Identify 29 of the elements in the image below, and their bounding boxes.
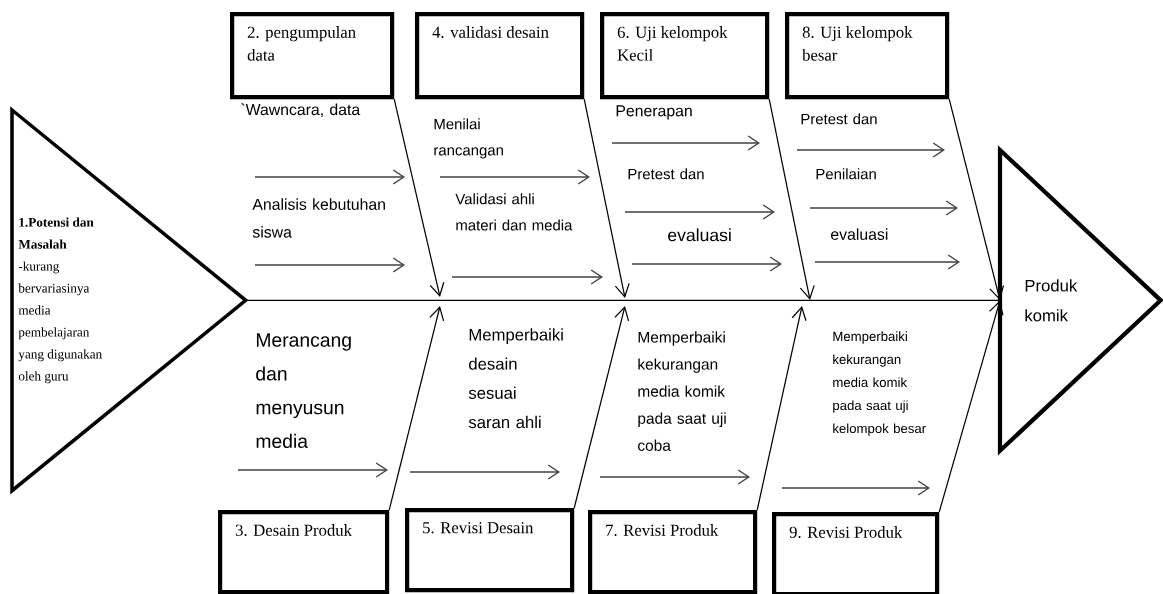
cause-text: evaluasi [831,228,888,240]
spine-line [948,98,1005,301]
bone-arrow [393,98,445,297]
bone-arrow [388,306,445,511]
bone-arrow [768,98,815,300]
cause-text: Memperbaiki kekurangan media komik pada saat uji kelompok besar [833,331,926,436]
cause-text: evaluasi [668,228,731,242]
cause-text: Menilai rancangan [434,118,503,159]
cause-text: Pretest dan [801,113,877,125]
step-box: 3. Desain Produk [218,510,390,594]
bone-arrow [583,98,630,298]
bone-arrow [756,306,807,511]
step-box: 6. Uji kelompok Kecil [600,12,770,100]
cause-text: Memperbaiki kekurangan media komik pada saat uji coba [638,331,726,451]
step-box: 8. Uji kelompok besar [785,12,950,100]
step-box: 9. Revisi Produk [772,512,940,594]
step-box: 7. Revisi Produk [588,510,758,594]
step-box: 2. pengumpulan data [230,12,395,100]
step-box: 4. validasi desain [415,12,585,100]
cause-text: Validasi ahli materi dan media [455,193,573,231]
cause-text: Penerapan [616,105,692,120]
step-box: 5. Revisi Desain [405,508,575,593]
spine-line [245,299,1001,301]
cause-text: Memperbaiki desain sesuai saran ahli [468,328,563,429]
cause-text: Pretest dan [628,168,704,180]
spine-line [938,300,1004,513]
cause-text: `Wawncara, data [241,103,361,117]
cause-text: Penilaian [816,168,876,180]
bone-arrow [573,306,630,509]
